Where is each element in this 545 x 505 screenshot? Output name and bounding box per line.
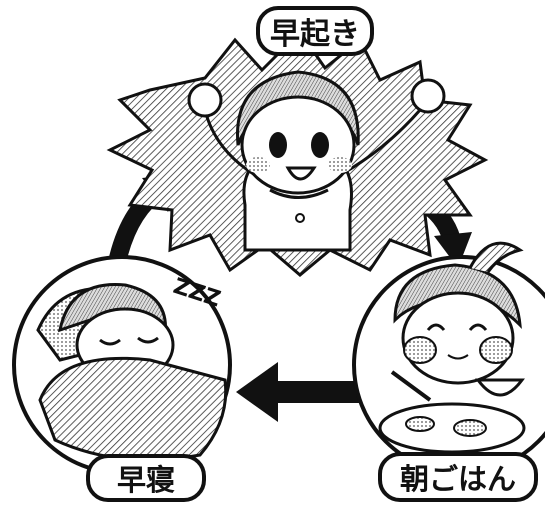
food-side xyxy=(453,419,487,437)
closed-eye-left xyxy=(99,338,121,346)
chewing-mouth xyxy=(447,354,469,360)
sleep-panel: ZZZ xyxy=(12,255,232,475)
label-wake-early: 早起き xyxy=(256,6,374,56)
closed-eye-right xyxy=(137,336,159,344)
happy-eye-left xyxy=(426,323,446,331)
label-sleep-early: 早寝 xyxy=(86,454,206,502)
plate xyxy=(378,402,526,454)
hair-sprout xyxy=(468,241,524,273)
button-icon xyxy=(295,213,305,223)
blanket xyxy=(38,356,228,462)
fist-right-icon xyxy=(410,78,446,114)
wake-up-panel xyxy=(106,29,489,277)
cheek-right xyxy=(328,157,352,173)
child-face-top xyxy=(240,95,356,195)
full-cheek-right xyxy=(479,336,513,364)
child-arm-left xyxy=(203,109,256,177)
arrow-head-down xyxy=(434,232,472,268)
eye-left xyxy=(269,132,287,158)
eye-right xyxy=(311,132,329,158)
open-mouth xyxy=(285,166,317,181)
rice-bowl-icon xyxy=(475,378,525,397)
label-breakfast: 朝ごはん xyxy=(378,452,538,502)
arrow-head-left xyxy=(236,362,278,422)
happy-eye-right xyxy=(468,323,488,331)
chopsticks-icon xyxy=(390,370,432,402)
collar xyxy=(269,188,329,199)
cheek-left xyxy=(246,157,270,173)
full-cheek-left xyxy=(403,336,437,364)
breakfast-panel xyxy=(352,241,545,475)
fist-left-icon xyxy=(187,82,223,118)
food-sausage xyxy=(405,416,435,432)
